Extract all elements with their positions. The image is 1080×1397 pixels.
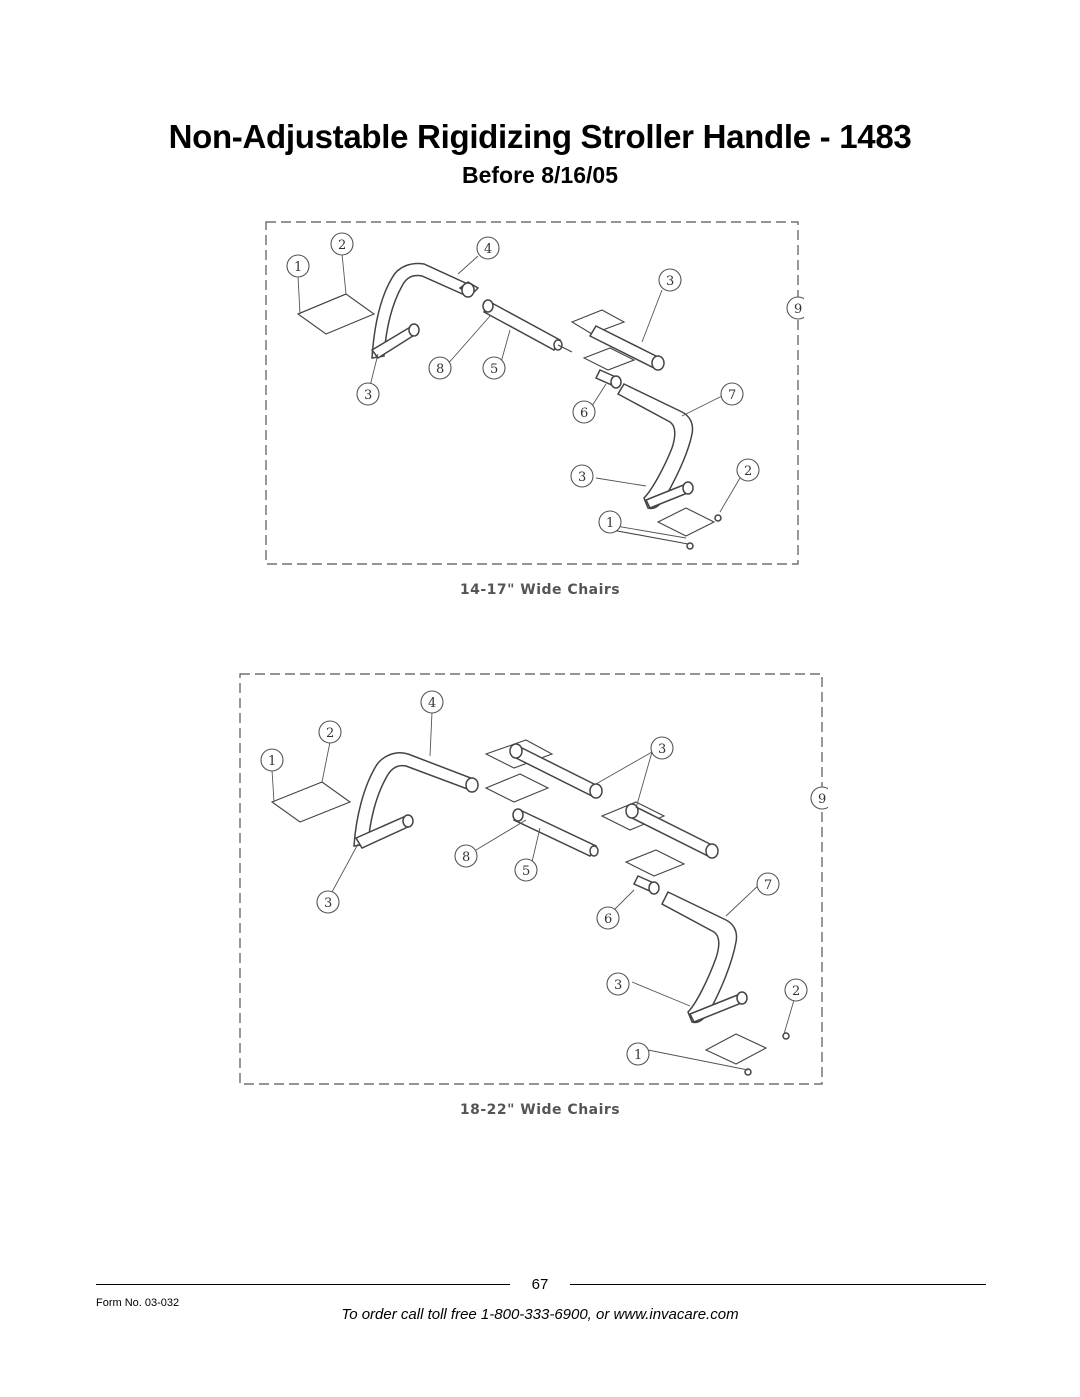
callout-1-top-left: 1 xyxy=(260,748,284,772)
callout-2-bottom-right: 2 xyxy=(736,458,760,482)
page-number: 67 xyxy=(531,1276,549,1293)
callout-3-left: 3 xyxy=(316,890,340,914)
rigidizer-bar xyxy=(512,809,598,857)
svg-text:5: 5 xyxy=(522,864,530,879)
callout-9: 9 xyxy=(786,296,804,320)
callout-9: 9 xyxy=(810,786,828,810)
callout-3-bottom-right: 3 xyxy=(606,972,630,996)
svg-text:2: 2 xyxy=(338,238,346,253)
svg-text:9: 9 xyxy=(818,792,826,807)
callout-4: 4 xyxy=(420,690,444,714)
diagram-frame xyxy=(265,221,799,565)
handle-tube-right xyxy=(661,891,738,1024)
exploded-diagram-18-22: 4 2 1 3 9 8 5 3 7 6 3 2 1 xyxy=(239,673,828,1085)
svg-text:1: 1 xyxy=(634,1048,642,1063)
exploded-diagram-14-17: 1 2 4 3 9 8 5 3 7 6 3 2 1 xyxy=(265,221,804,565)
bracket-right xyxy=(704,1033,768,1065)
callout-6: 6 xyxy=(572,400,596,424)
page-subtitle: Before 8/16/05 xyxy=(462,162,618,188)
svg-text:3: 3 xyxy=(578,470,586,485)
callout-1-top-left: 1 xyxy=(286,254,310,278)
callout-5: 5 xyxy=(482,356,506,380)
diagram-caption-18-22: 18-22" Wide Chairs xyxy=(459,1102,621,1118)
bracket-left xyxy=(296,293,376,335)
svg-text:2: 2 xyxy=(744,464,752,479)
rigidizer-bar xyxy=(482,300,562,352)
crossbar-upper xyxy=(510,745,600,797)
callout-3-top-right: 3 xyxy=(658,268,682,292)
svg-text:7: 7 xyxy=(764,878,772,893)
svg-text:3: 3 xyxy=(666,274,674,289)
callout-7: 7 xyxy=(756,872,780,896)
svg-text:8: 8 xyxy=(436,362,444,377)
bracket-mid-bottom xyxy=(582,347,636,371)
svg-text:1: 1 xyxy=(294,260,302,275)
svg-text:3: 3 xyxy=(614,978,622,993)
crossbar-lower xyxy=(626,805,716,857)
order-info: To order call toll free 1-800-333-6900, … xyxy=(341,1306,739,1323)
callout-3-top-right: 3 xyxy=(650,736,674,760)
svg-text:1: 1 xyxy=(268,754,276,769)
callout-3-bottom-right: 3 xyxy=(570,464,594,488)
callout-2-top-left: 2 xyxy=(318,720,342,744)
bracket-mid-top xyxy=(570,309,626,335)
svg-text:2: 2 xyxy=(326,726,334,741)
callout-2-bottom-right: 2 xyxy=(784,978,808,1002)
svg-text:6: 6 xyxy=(580,406,588,421)
svg-text:2: 2 xyxy=(792,984,800,999)
svg-text:7: 7 xyxy=(728,388,736,403)
callout-8: 8 xyxy=(428,356,452,380)
bracket-top-lower xyxy=(484,773,550,803)
footer-rule-left xyxy=(96,1284,510,1285)
svg-text:9: 9 xyxy=(794,302,802,317)
diagram-caption-14-17: 14-17" Wide Chairs xyxy=(459,582,621,598)
svg-text:1: 1 xyxy=(606,516,614,531)
svg-text:4: 4 xyxy=(484,242,492,257)
form-number: Form No. 03-032 xyxy=(96,1297,180,1309)
svg-text:3: 3 xyxy=(324,896,332,911)
svg-text:6: 6 xyxy=(604,912,612,927)
callout-2-top-left: 2 xyxy=(330,232,354,256)
bracket-mid-lower xyxy=(624,849,686,877)
svg-text:3: 3 xyxy=(364,388,372,403)
callout-8: 8 xyxy=(454,844,478,868)
callout-6: 6 xyxy=(596,906,620,930)
callout-1-bottom-right: 1 xyxy=(598,510,622,534)
crossbar-tube xyxy=(588,325,662,369)
svg-text:8: 8 xyxy=(462,850,470,865)
callout-3-left: 3 xyxy=(356,382,380,406)
svg-text:5: 5 xyxy=(490,362,498,377)
callout-4: 4 xyxy=(476,236,500,260)
callout-5: 5 xyxy=(514,858,538,882)
footer-rule-right xyxy=(570,1284,986,1285)
bracket-left xyxy=(270,781,352,823)
diagram-frame xyxy=(239,673,823,1085)
callout-7: 7 xyxy=(720,382,744,406)
bracket-mid xyxy=(600,801,666,831)
svg-text:3: 3 xyxy=(658,742,666,757)
page-title: Non-Adjustable Rigidizing Stroller Handl… xyxy=(168,118,912,155)
svg-text:4: 4 xyxy=(428,696,436,711)
handle-tube-right xyxy=(616,383,694,510)
bracket-right xyxy=(656,507,716,537)
callout-1-bottom-right: 1 xyxy=(626,1042,650,1066)
